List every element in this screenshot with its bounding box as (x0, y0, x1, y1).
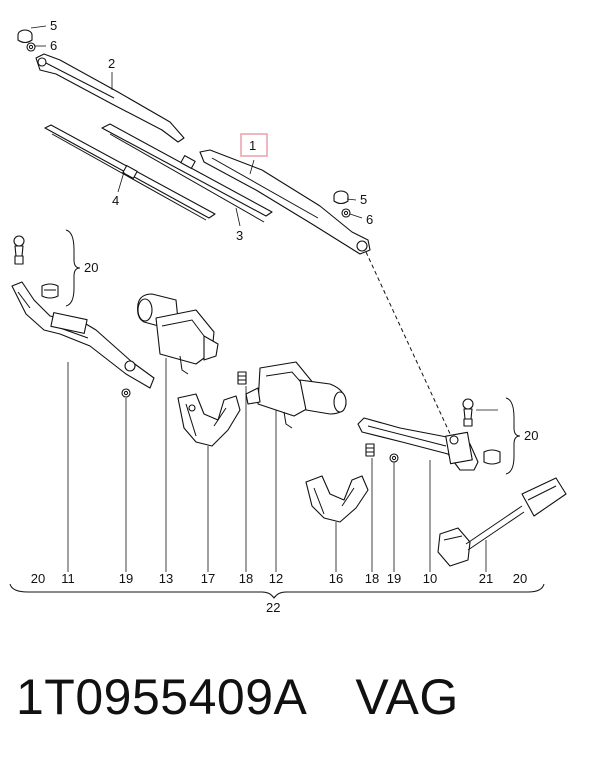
bracket-right-16 (305, 475, 369, 523)
bottom-label-10: 10 (423, 571, 437, 586)
cap-5-right (333, 190, 349, 205)
right-linkage-10 (357, 417, 479, 471)
bottom-label-11: 11 (61, 571, 75, 586)
bottom-label-18: 18 (239, 571, 253, 586)
callout-20-left: 20 (84, 260, 98, 275)
bottom-label-19: 19 (387, 571, 401, 586)
right-fastener-group (462, 398, 501, 465)
wiper-arm-left (35, 53, 185, 143)
left-fastener-group (13, 235, 59, 299)
callout-6-top: 6 (50, 38, 57, 53)
wiper-arm-right-highlighted (199, 149, 371, 255)
nut-19-right (389, 453, 399, 463)
assembly-label-22: 22 (266, 600, 280, 615)
bracket-left-17 (177, 393, 241, 447)
callout-2: 2 (108, 56, 115, 71)
bottom-label-19: 19 (119, 571, 133, 586)
callout-1: 1 (249, 138, 256, 153)
bottom-label-13: 13 (159, 571, 173, 586)
callout-5-right: 5 (360, 192, 367, 207)
nut-6-right (341, 208, 351, 218)
callout-4: 4 (112, 193, 119, 208)
cap-5-top (17, 29, 33, 44)
bolt-18-left (237, 371, 247, 385)
bolt-18-right (365, 443, 375, 457)
left-linkage-11 (11, 281, 155, 389)
callout-5-top: 5 (50, 18, 57, 33)
wiper-motor-right-12 (245, 361, 347, 429)
nut-6-top (26, 42, 36, 52)
bottom-label-20: 20 (31, 571, 45, 586)
bottom-label-12: 12 (269, 571, 283, 586)
brace-left-20 (65, 229, 81, 307)
bottom-leaders (67, 358, 487, 572)
callout-6-right: 6 (366, 212, 373, 227)
callout-3: 3 (236, 228, 243, 243)
bottom-label-row: 20 11 19 13 17 18 12 16 18 19 10 21 20 (31, 571, 527, 586)
part-number: 1T0955409A (16, 669, 308, 725)
bottom-label-16: 16 (329, 571, 343, 586)
callout-20-right: 20 (524, 428, 538, 443)
bottom-label-21: 21 (479, 571, 493, 586)
brace-right-20 (505, 397, 521, 475)
callout-leaders (30, 25, 498, 411)
arm-linkage-dashed-line (365, 251, 453, 439)
assembly-brace-22 (9, 583, 545, 599)
brand-name: VAG (355, 669, 459, 725)
parts-diagram: 1 2 3 4 5 6 5 6 20 20 20 11 19 13 17 18 12 16 18… (9, 18, 567, 615)
caption: 1T0955409A VAG (16, 668, 459, 726)
nut-19-left (121, 388, 131, 398)
wiper-blade-3 (101, 123, 273, 223)
callout-1-highlight (240, 133, 268, 157)
connector-cable-21 (437, 477, 567, 567)
bottom-label-17: 17 (201, 571, 215, 586)
bottom-label-20: 20 (513, 571, 527, 586)
wiper-motor-left-13 (137, 293, 219, 375)
bottom-label-18: 18 (365, 571, 379, 586)
